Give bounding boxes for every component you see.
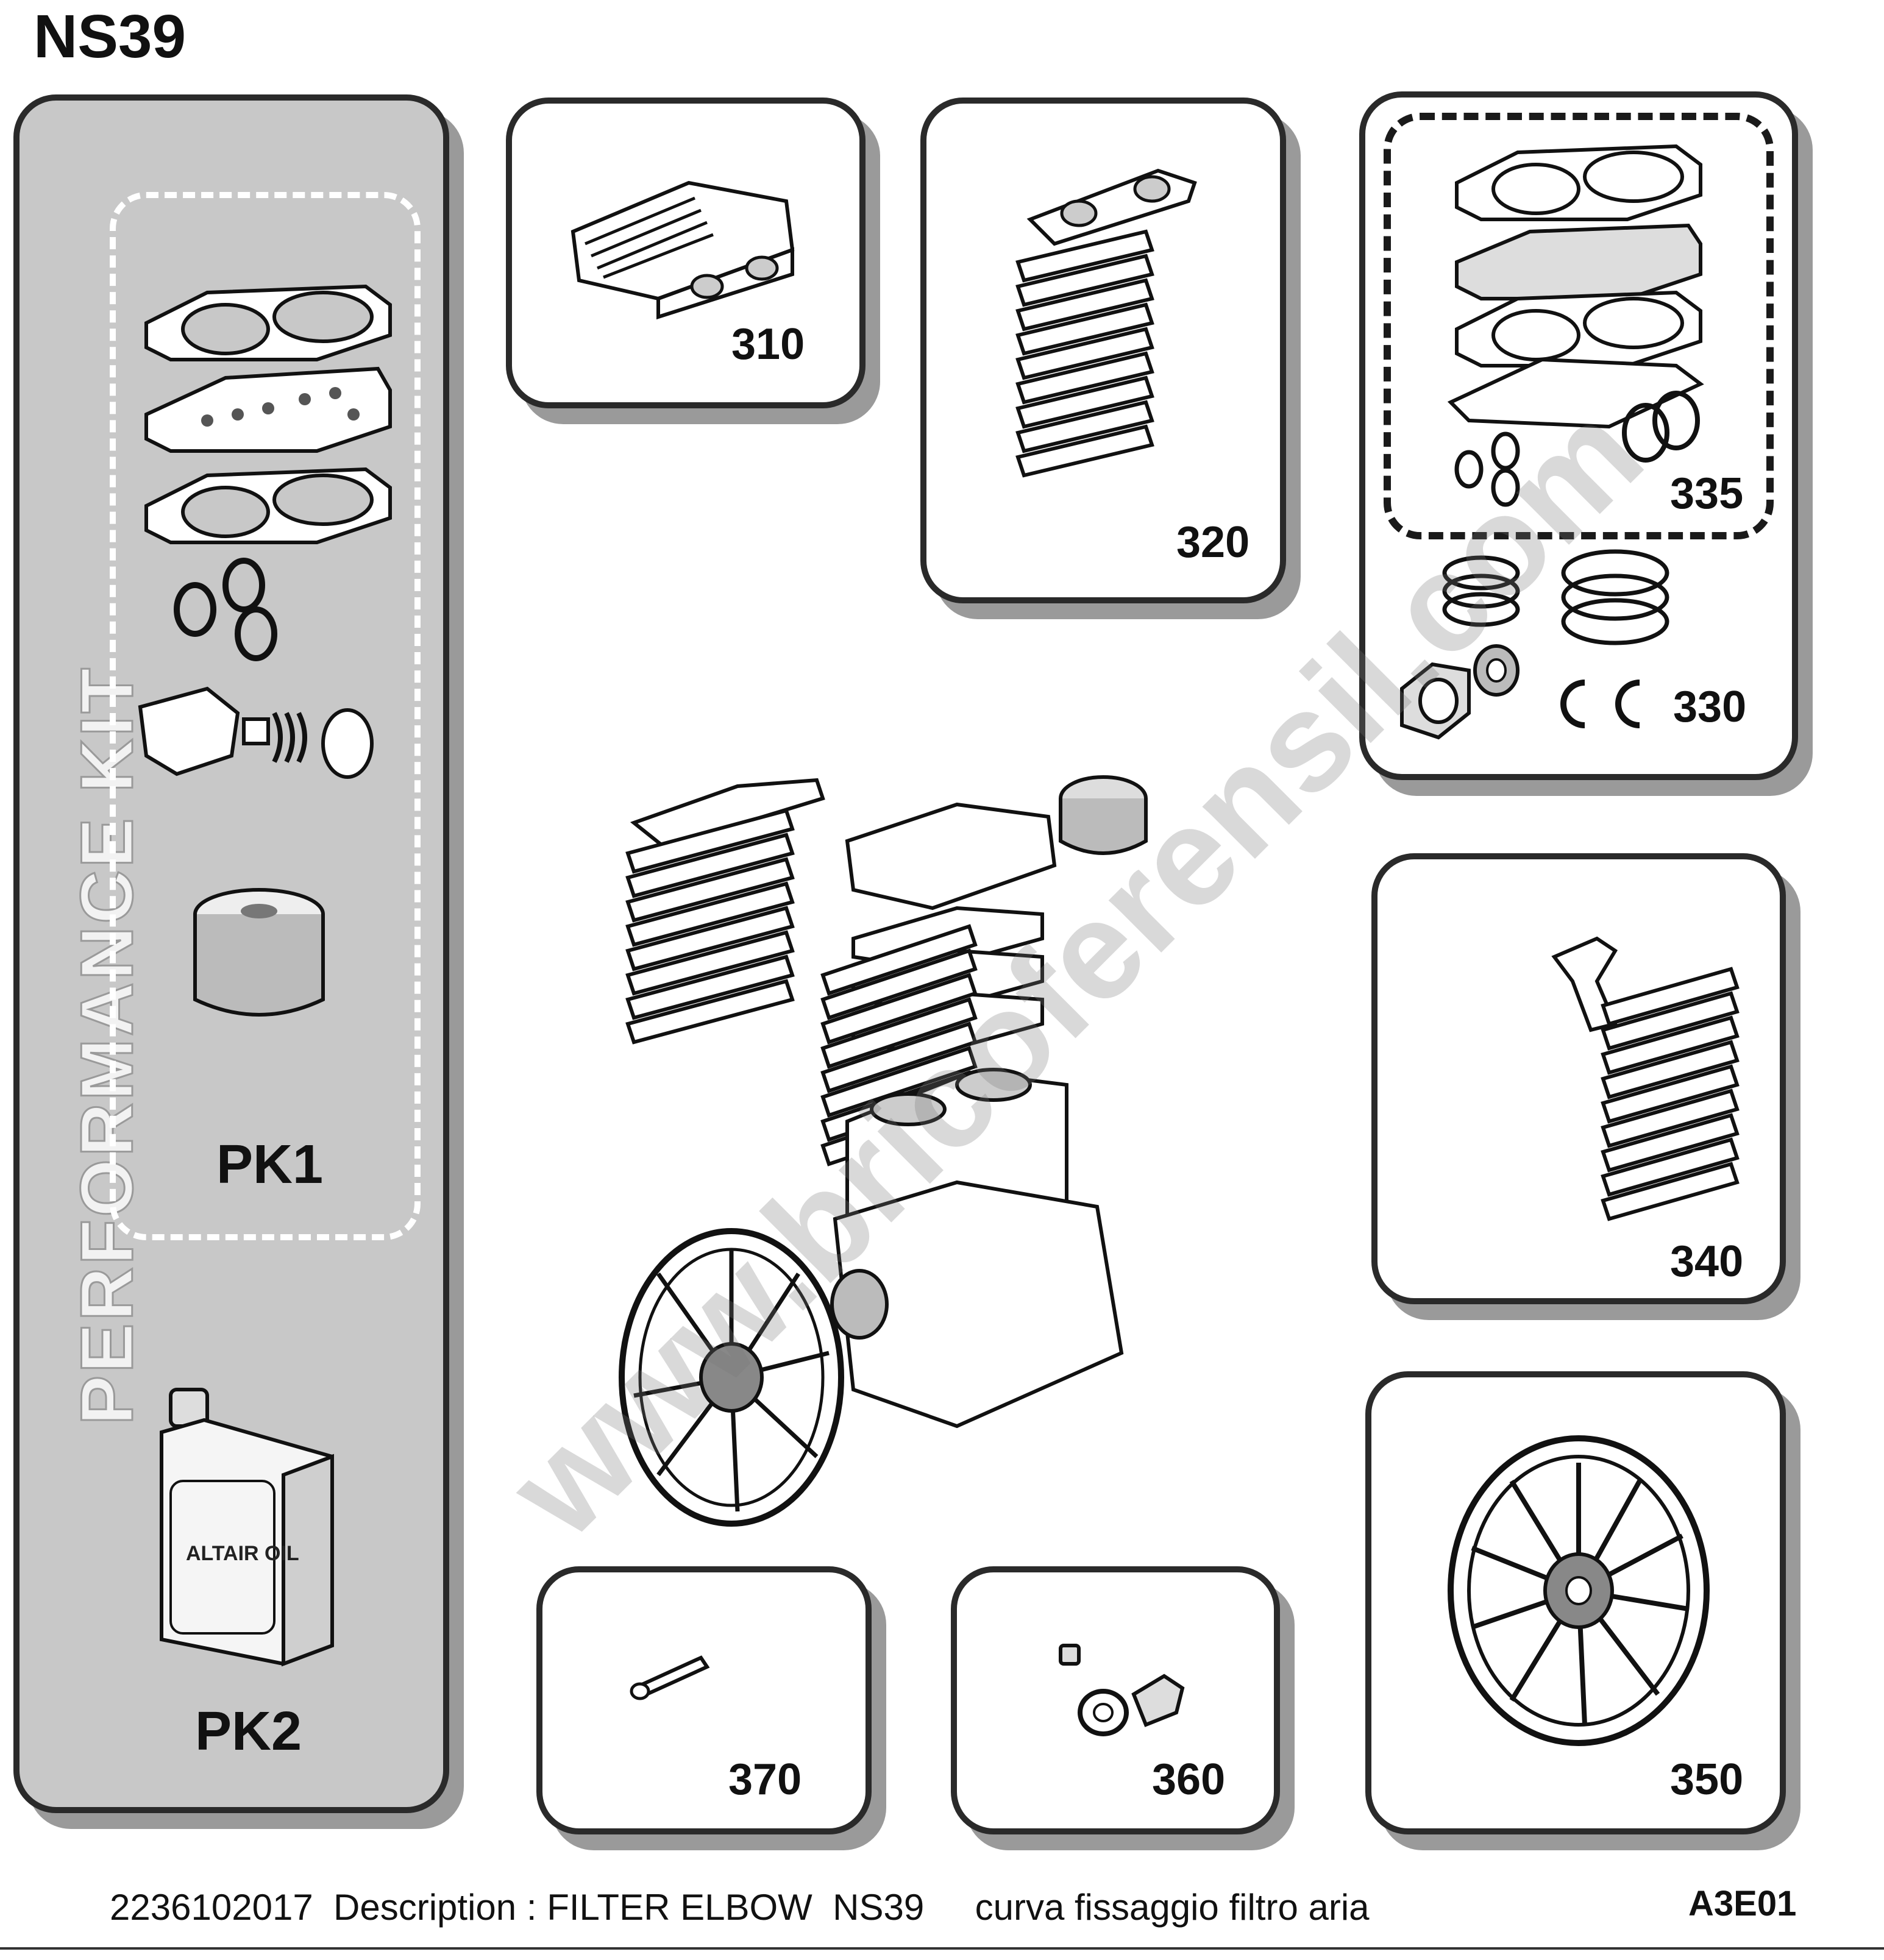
part-310-label: 310	[731, 320, 805, 369]
footer-part-number: 2236102017	[110, 1887, 313, 1928]
pk2-label: PK2	[195, 1701, 302, 1762]
pk1-dashed-box	[110, 192, 421, 1240]
part-360-panel[interactable]	[951, 1566, 1280, 1834]
part-320-label: 320	[1176, 518, 1250, 567]
part-340-label: 340	[1670, 1237, 1744, 1286]
part-350-label: 350	[1670, 1755, 1744, 1804]
check-valve-icon	[138, 686, 374, 779]
flywheel-icon	[1448, 1435, 1710, 1746]
footer-description: 2236102017 Description : FILTER ELBOW NS…	[110, 1886, 1370, 1928]
cooling-fins	[1601, 967, 1740, 1221]
air-filter-icon	[193, 888, 325, 1017]
oil-can-label: ALTAIR OIL	[186, 1542, 299, 1565]
part-335-label: 335	[1670, 469, 1744, 518]
part-370-label: 370	[728, 1755, 802, 1804]
pk1-label: PK1	[216, 1134, 324, 1195]
gasket-bottom	[144, 467, 392, 544]
assembly-crankcase	[830, 1180, 1124, 1429]
footer-description-value: FILTER ELBOW NS39	[547, 1887, 925, 1928]
oil-can-icon: ALTAIR OIL	[160, 1388, 334, 1667]
footer-description-label: Description :	[333, 1887, 537, 1928]
pk1-gasket-set-icon	[144, 284, 392, 661]
part-360-label: 360	[1152, 1755, 1226, 1804]
cylinder-head-icon	[571, 180, 795, 320]
part-370-panel[interactable]	[536, 1566, 872, 1834]
assembly-left-cylinder	[625, 778, 825, 1045]
footer-sheet-code: A3E01	[1688, 1884, 1797, 1923]
o-rings	[174, 558, 277, 661]
gasket-top	[144, 284, 392, 361]
compressor-assembly-icon	[619, 775, 1148, 1527]
plug-washer-icon	[1059, 1644, 1185, 1736]
stud-bolt-icon	[630, 1655, 710, 1700]
part-330-label: 330	[1673, 683, 1747, 731]
assembly-flywheel	[619, 1228, 844, 1527]
footer-italian-description: curva fissaggio filtro aria	[975, 1887, 1370, 1928]
piston-rings-bearing-icon	[1400, 549, 1669, 740]
footer-divider	[0, 1947, 1884, 1950]
page-title: NS39	[34, 2, 187, 71]
cylinder-left-icon	[1015, 168, 1197, 478]
cooling-fins	[1015, 229, 1154, 478]
valve-plate	[144, 366, 392, 453]
cylinder-right-icon	[1551, 936, 1740, 1221]
gasket-set-335-icon	[1447, 144, 1704, 507]
part-335-dashed-box	[1384, 113, 1774, 539]
